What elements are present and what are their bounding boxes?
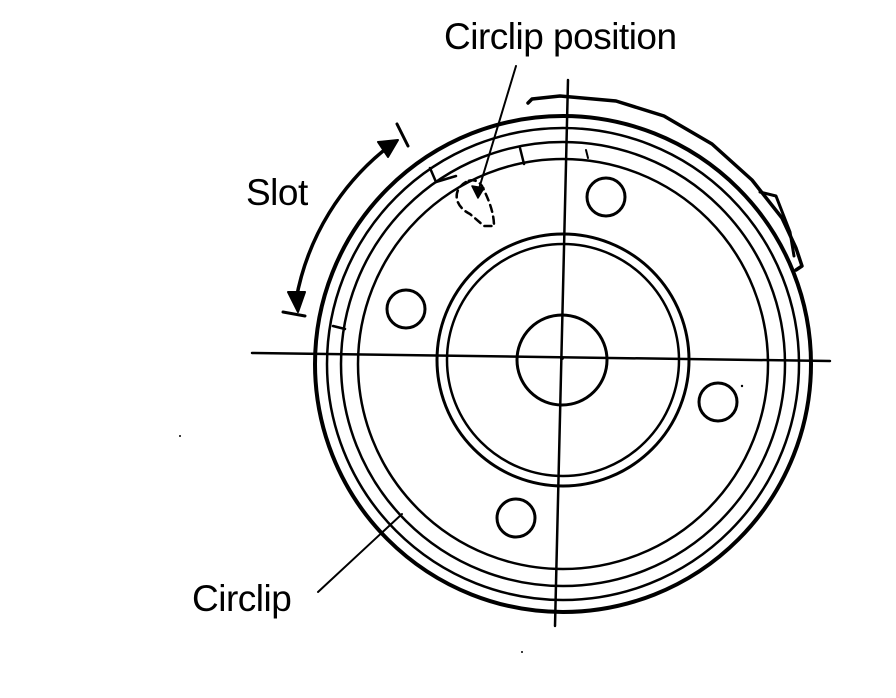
bolt-hole-left xyxy=(385,288,427,330)
circlip-position-leader-arrow xyxy=(471,185,485,199)
slot-mark-left xyxy=(331,324,347,331)
slot-mark-top xyxy=(518,146,526,166)
horizontal-centerline xyxy=(250,351,832,363)
center-point xyxy=(560,356,564,360)
bolt-hole-bottom xyxy=(495,497,537,539)
slot-end-tick-top xyxy=(395,122,410,148)
circlip-label: Circlip xyxy=(192,578,292,619)
stray-dot xyxy=(179,435,181,437)
stray-dot xyxy=(740,384,744,388)
rim-step xyxy=(758,190,796,258)
outer-ring xyxy=(313,114,813,614)
circlip-position-label: Circlip position xyxy=(444,16,677,57)
slot-mark-upper xyxy=(428,166,458,184)
slot-arc xyxy=(294,142,394,302)
slot-arrowhead-bottom xyxy=(287,291,306,313)
groove-tick xyxy=(585,149,589,159)
outer-ring-inner-edge xyxy=(325,126,801,602)
circlip-position-marker xyxy=(455,179,496,228)
slot-end-tick-bottom xyxy=(281,310,307,318)
vertical-centerline xyxy=(553,78,570,628)
circlip-groove-outer xyxy=(339,140,787,588)
circlip-position-leader xyxy=(477,65,517,193)
stray-dot xyxy=(521,651,523,653)
bolt-hole-right xyxy=(697,381,739,423)
slot-label: Slot xyxy=(246,172,308,213)
circlip-leader xyxy=(317,513,403,593)
rim-raised-segment xyxy=(526,94,804,272)
bolt-hole-top-right xyxy=(585,176,627,218)
circlip-groove-inner xyxy=(356,157,770,571)
slot-arrowhead-top xyxy=(377,139,399,158)
